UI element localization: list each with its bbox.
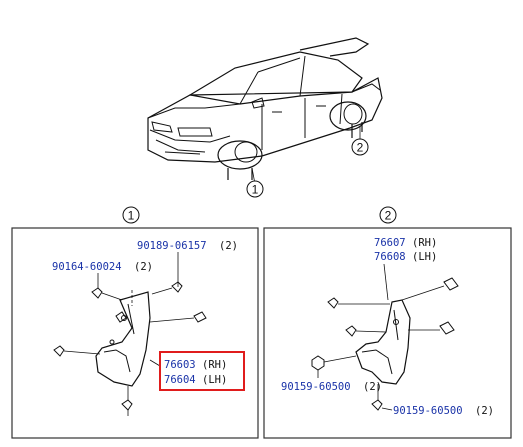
panel2-mudguard-drawing: [355, 299, 411, 385]
panel2-part1-number: 90159-60500: [281, 381, 351, 393]
panel1-part2-number: 90164-60024: [52, 261, 122, 273]
panel2-part2-number: 90159-60500: [393, 405, 463, 417]
svg-text:2: 2: [385, 209, 392, 223]
svg-text:2: 2: [357, 141, 364, 155]
car-illustration: [147, 37, 383, 185]
panel1-mudguard-lh-number: 76604: [164, 374, 196, 386]
panel2-part1-qty: (2): [363, 381, 382, 393]
panel2-part2-qty: (2): [475, 405, 494, 417]
panel2-mudguard-rh-number: 76607: [374, 237, 406, 249]
panel2-mudguard-rh-side: (RH): [412, 237, 437, 249]
panel2-frame: [263, 227, 512, 439]
panel2-mudguard-lh-number: 76608: [374, 251, 406, 263]
panel2-fasteners: [311, 263, 459, 411]
panel1-part1-number: 90189-06157: [137, 240, 207, 252]
panel1-part2-qty: (2): [134, 261, 153, 273]
car-rear-callout: 2: [351, 138, 369, 156]
panel1-fasteners: [53, 252, 207, 416]
svg-text:1: 1: [128, 209, 135, 223]
panel1-mudguard-drawing: [95, 291, 151, 387]
panel1-callout: 1: [122, 206, 140, 224]
panel1-mudguard-rh-number: 76603: [164, 359, 196, 371]
panel1-mudguard-rh-side: (RH): [202, 359, 227, 371]
panel1-highlight-box: [159, 351, 245, 391]
car-front-callout: 1: [246, 180, 264, 198]
panel1-frame: [11, 227, 259, 439]
panel2-mudguard-lh-side: (LH): [412, 251, 437, 263]
svg-text:1: 1: [252, 183, 259, 197]
panel1-mudguard-lh-side: (LH): [202, 374, 227, 386]
panel1-part1-qty: (2): [219, 240, 238, 252]
panel2-callout: 2: [379, 206, 397, 224]
